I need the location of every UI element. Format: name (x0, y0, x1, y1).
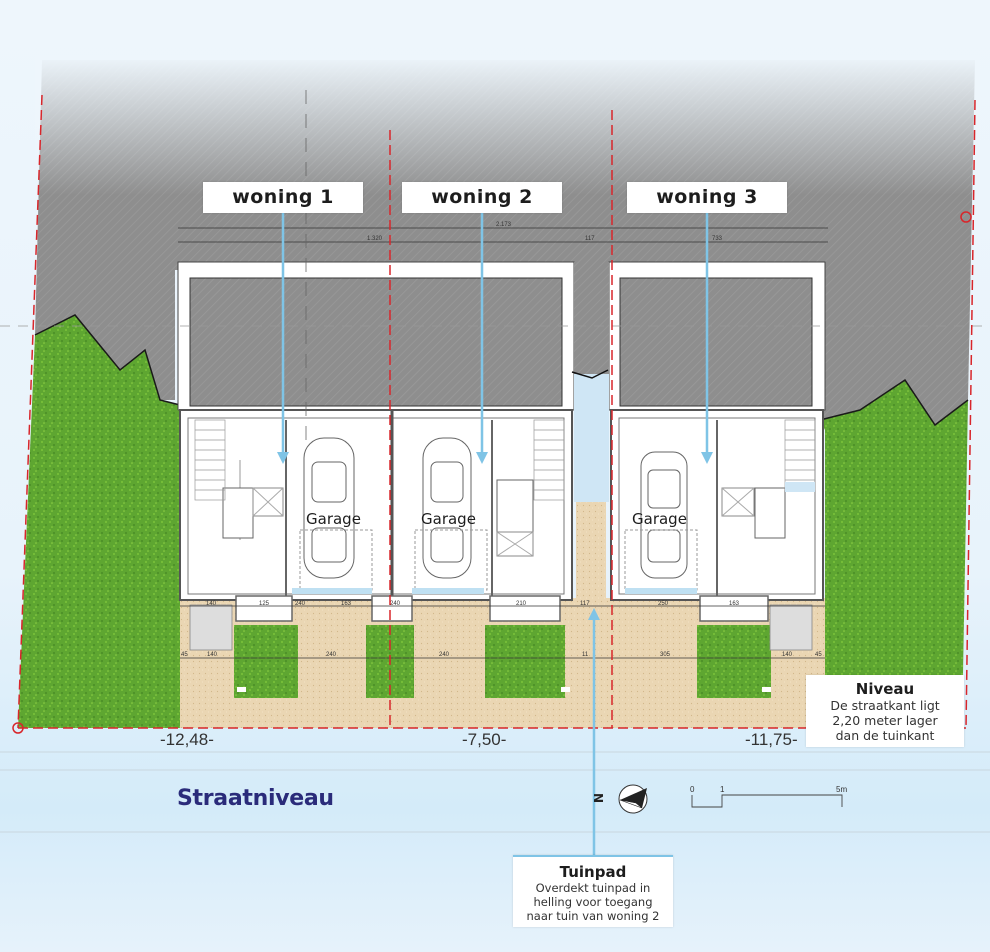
garage-label-2: Garage (421, 510, 476, 528)
grass-left (18, 315, 180, 728)
grass-right (820, 380, 968, 728)
car-icons (303, 437, 688, 579)
niveau-line-2: 2,20 meter lager (832, 713, 938, 728)
level-left: -12,48- (160, 730, 214, 749)
front-lawn-3 (485, 625, 565, 698)
svg-text:733: 733 (712, 236, 723, 242)
scale-tick-5m: 5m (836, 785, 848, 794)
svg-text:240: 240 (295, 601, 306, 607)
tuinpad-line-3: naar tuin van woning 2 (526, 909, 660, 923)
svg-text:240: 240 (390, 601, 401, 607)
svg-text:11: 11 (582, 652, 589, 658)
garage-label-1: Garage (306, 510, 361, 528)
north-arrow-icon (618, 784, 648, 814)
niveau-note: Niveau De straatkant ligt 2,20 meter lag… (806, 675, 964, 747)
callout-lines (281, 213, 709, 855)
niveau-title: Niveau (855, 680, 915, 698)
svg-text:117: 117 (580, 601, 590, 607)
svg-text:125: 125 (259, 601, 270, 607)
svg-text:140: 140 (206, 601, 217, 607)
svg-text:163: 163 (341, 601, 352, 607)
tuinpad-note: Tuinpad Overdekt tuinpad in helling voor… (513, 855, 673, 927)
woning-2-label: woning 2 (402, 182, 562, 213)
garage-label-3: Garage (632, 510, 687, 528)
svg-text:140: 140 (207, 652, 218, 658)
svg-text:45: 45 (815, 652, 822, 658)
svg-text:305: 305 (660, 652, 671, 658)
tuinpad-line-2: helling voor toegang (533, 895, 653, 909)
scale-tick-1: 1 (720, 785, 725, 794)
svg-text:240: 240 (439, 652, 450, 658)
svg-text:2.173: 2.173 (496, 222, 512, 228)
property-lines (17, 94, 976, 729)
svg-text:250: 250 (658, 601, 669, 607)
level-middle: -7,50- (462, 730, 507, 749)
svg-text:163: 163 (729, 601, 740, 607)
scale-tick-0: 0 (690, 785, 695, 794)
street-level-label: Straatniveau (177, 786, 334, 811)
svg-text:117: 117 (585, 236, 595, 242)
svg-text:140: 140 (782, 652, 793, 658)
niveau-line-1: De straatkant ligt (830, 698, 940, 713)
level-right: -11,75- (745, 730, 798, 749)
woning-1-label: woning 1 (203, 182, 363, 213)
svg-text:210: 210 (516, 601, 527, 607)
niveau-line-3: dan de tuinkant (835, 728, 935, 743)
scale-bar (691, 794, 843, 808)
tuinpad-line-1: Overdekt tuinpad in (535, 881, 651, 895)
svg-text:1.320: 1.320 (367, 236, 383, 242)
front-lawn-4 (697, 625, 771, 698)
svg-text:240: 240 (326, 652, 337, 658)
front-lawn-1 (234, 625, 298, 698)
north-letter: N (591, 792, 606, 804)
tuinpad-title: Tuinpad (559, 863, 627, 881)
svg-text:45: 45 (181, 652, 188, 658)
woning-3-label: woning 3 (627, 182, 787, 213)
